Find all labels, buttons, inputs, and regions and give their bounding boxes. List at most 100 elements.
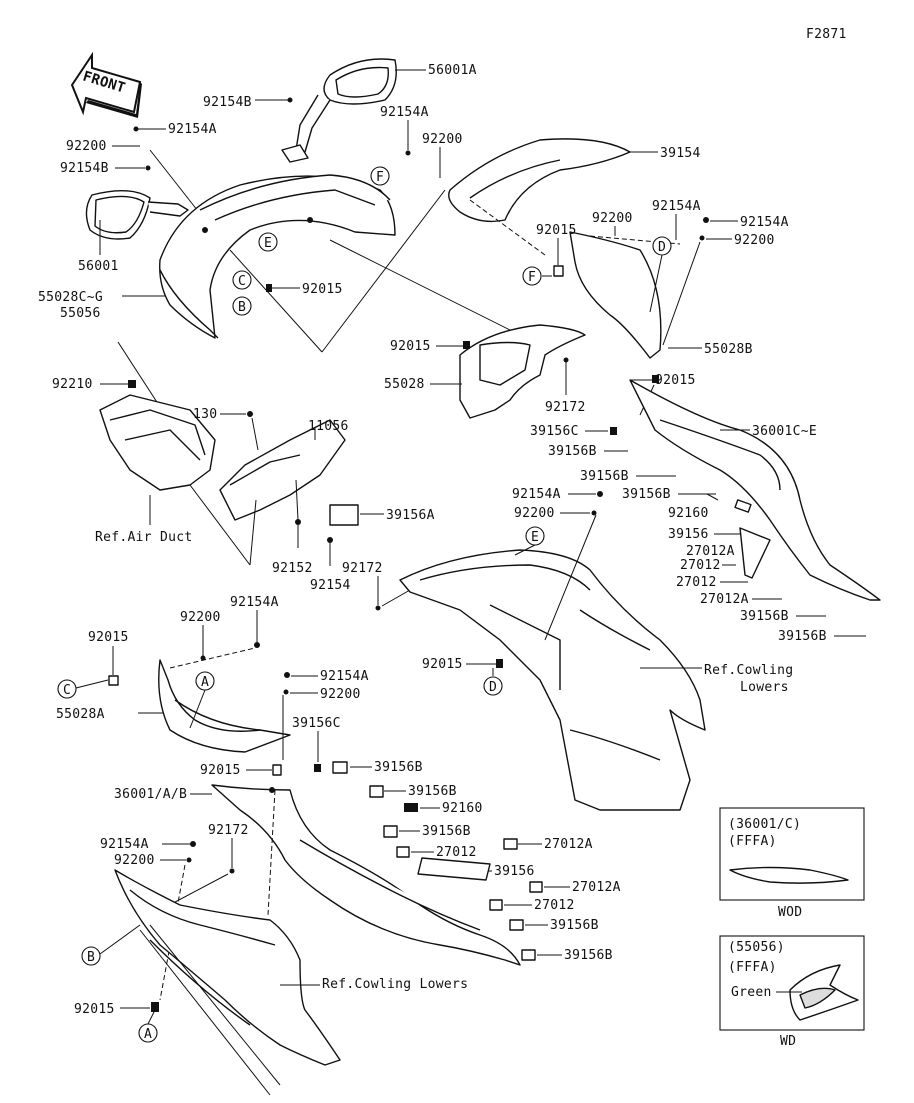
label-27012-1: 27012 <box>680 558 721 573</box>
grommet <box>652 375 659 383</box>
leader <box>649 254 663 313</box>
label-92015-6: 92015 <box>200 763 241 778</box>
label-55056: 55056 <box>60 306 101 321</box>
svg-text:F: F <box>376 170 384 185</box>
leader <box>229 249 323 353</box>
ref-cowling-lowers-2: Ref.Cowling Lowers <box>322 977 468 992</box>
middle-cowl <box>399 549 706 811</box>
fastener <box>269 787 275 793</box>
grommet <box>553 265 564 277</box>
leader <box>295 479 299 521</box>
label-92154B-1: 92154B <box>203 95 252 110</box>
svg-text:B: B <box>238 300 246 315</box>
label-39156B-8: 39156B <box>422 824 471 839</box>
leader <box>251 417 259 451</box>
windshield-39154 <box>448 138 631 223</box>
label-92172-1: 92172 <box>545 400 586 415</box>
bolt <box>145 165 151 171</box>
label-92154A-5: 92154A <box>512 487 561 502</box>
label-55028CG: 55028C~G <box>38 290 103 305</box>
seal-strip <box>739 527 771 579</box>
label-92200-1: 92200 <box>66 139 107 154</box>
clip <box>314 764 321 772</box>
front-arrow-icon: FRONT <box>70 51 142 118</box>
svg-text:B: B <box>87 950 95 965</box>
label-92015-8: 92015 <box>74 1002 115 1017</box>
nut <box>295 519 301 525</box>
label-36001AB: 36001/A/B <box>114 787 187 802</box>
grommet <box>108 675 119 686</box>
label-55028: 55028 <box>384 377 425 392</box>
label-92200-5: 92200 <box>514 506 555 521</box>
pad <box>734 499 752 513</box>
leader <box>99 924 141 955</box>
leader <box>189 689 206 729</box>
side-cowl-36001CE <box>629 379 881 601</box>
bolt <box>229 868 235 874</box>
inset-wd-line2: (FFFA) <box>728 960 777 975</box>
label-55028B: 55028B <box>704 342 753 357</box>
inset-wd-line1: (55056) <box>728 940 785 955</box>
ref-circle-E-2: E <box>525 526 545 546</box>
dashed-leader <box>169 647 256 669</box>
svg-text:D: D <box>658 240 666 255</box>
svg-text:D: D <box>489 680 497 695</box>
label-92015-2: 92015 <box>536 223 577 238</box>
label-39156B-4: 39156B <box>740 609 789 624</box>
leader <box>514 544 536 556</box>
label-92160-1: 92160 <box>668 506 709 521</box>
panel-55028A <box>158 659 291 753</box>
bolt <box>190 841 196 847</box>
label-39156B-3: 39156B <box>622 487 671 502</box>
label-27012-2: 27012 <box>676 575 717 590</box>
label-39156B-1: 39156B <box>548 444 597 459</box>
bolt <box>254 642 260 648</box>
label-92154A-8: 92154A <box>100 837 149 852</box>
label-39156C-1: 39156C <box>530 424 579 439</box>
grommet <box>151 1002 159 1012</box>
air-duct <box>99 394 216 491</box>
label-92200-3: 92200 <box>592 211 633 226</box>
leader <box>249 499 257 566</box>
label-27012A-3: 27012A <box>544 837 593 852</box>
inset-wod-line1: (36001/C) <box>728 817 801 832</box>
label-39156B-9: 39156B <box>550 918 599 933</box>
washer <box>591 510 597 516</box>
svg-text:C: C <box>238 274 246 289</box>
label-92154A-6: 92154A <box>230 595 279 610</box>
leader <box>321 189 446 353</box>
fastener <box>202 227 208 233</box>
ref-circle-F-1: F <box>370 166 390 186</box>
label-92200-6: 92200 <box>180 610 221 625</box>
bolt <box>327 537 333 543</box>
pad <box>489 899 503 911</box>
upper-cowl-55028CG <box>159 174 396 339</box>
label-92154A-7: 92154A <box>320 669 369 684</box>
label-56001A: 56001A <box>428 63 477 78</box>
svg-text:C: C <box>63 683 71 698</box>
inset-wod: (36001/C) (FFFA) WOD <box>719 807 865 920</box>
pad <box>503 838 518 850</box>
figure-code: F2871 <box>806 27 847 42</box>
label-39156B-6: 39156B <box>374 760 423 775</box>
pad <box>509 919 524 931</box>
label-39156-2: 39156 <box>494 864 535 879</box>
ref-circle-E-1: E <box>258 232 278 252</box>
bolt <box>287 97 293 103</box>
label-39156B-7: 39156B <box>408 784 457 799</box>
grommet <box>266 284 272 292</box>
leader <box>381 589 411 607</box>
ref-circle-D-1: D <box>652 236 672 256</box>
ref-circle-C-1: C <box>232 270 252 290</box>
bolt <box>563 357 569 363</box>
ref-circle-F-2: F <box>522 266 542 286</box>
label-39154: 39154 <box>660 146 701 161</box>
label-92154A-1: 92154A <box>168 122 217 137</box>
grommet <box>496 659 503 668</box>
ref-air-duct-label: Ref.Air Duct <box>95 530 193 545</box>
ref-circle-D-2: D <box>483 676 503 696</box>
bolt <box>375 605 381 611</box>
inset-wod-caption: WOD <box>778 905 802 920</box>
label-39156A: 39156A <box>386 508 435 523</box>
